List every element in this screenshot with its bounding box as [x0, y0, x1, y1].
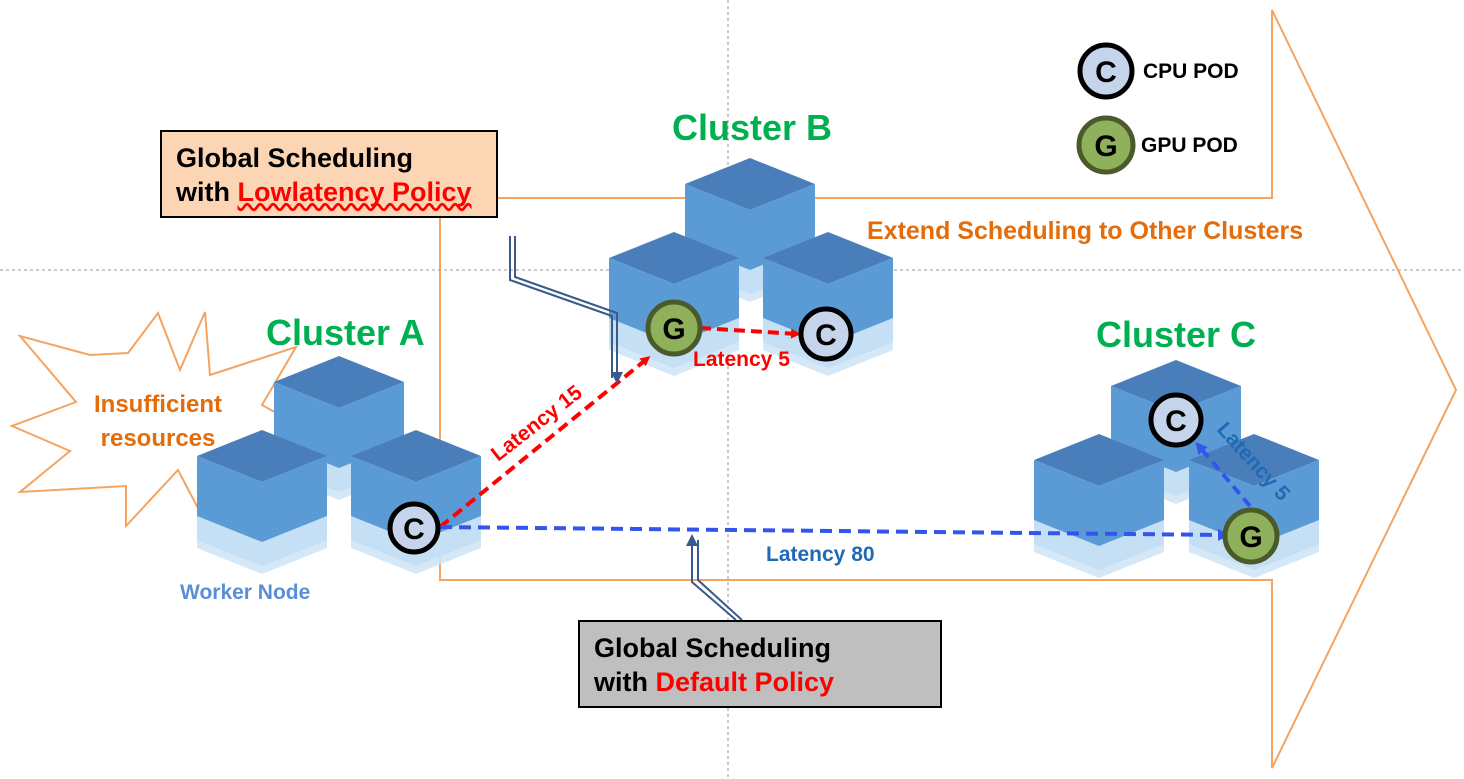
extend-scheduling-arrow — [439, 9, 1458, 769]
lowlatency-box-line1: Global Scheduling — [176, 143, 414, 173]
lowlatency-box-line2: with Lowlatency Policy — [176, 175, 482, 209]
cpu-pod-icon — [387, 501, 441, 555]
legend-cpu-pod-icon — [1077, 42, 1135, 100]
pod-letter: C — [1165, 405, 1187, 438]
gpu-pod-icon — [645, 299, 703, 357]
cluster-a-title: Cluster A — [266, 312, 425, 353]
latency-label-a-to-b: Latency 15 — [487, 381, 587, 466]
pod-letter: G — [662, 313, 685, 346]
pod-letter: C — [403, 513, 425, 546]
worker-node-label: Worker Node — [180, 581, 311, 604]
legend-cpu-label: CPU POD — [1143, 60, 1239, 83]
legend-pod-letter: C — [1095, 56, 1117, 89]
default-callout-connector — [686, 534, 743, 621]
worker-node-cube — [1034, 434, 1164, 578]
default-policy-name: Default Policy — [655, 667, 835, 697]
lowlatency-callout-connector — [509, 236, 623, 384]
cluster-c-title: Cluster C — [1096, 314, 1257, 355]
lowlatency-policy-box: Global Scheduling with Lowlatency Policy — [160, 130, 498, 218]
pod-letter: C — [815, 319, 837, 352]
insufficient-resources-label: Insufficient resources — [84, 388, 232, 456]
cpu-pod-icon — [798, 306, 854, 362]
default-policy-box: Global Scheduling with Default Policy — [578, 620, 942, 708]
path-a-to-b — [438, 356, 651, 529]
path-a-to-c — [439, 525, 1230, 541]
gpu-pod-icon — [1222, 507, 1280, 565]
lowlatency-box-with: with — [176, 177, 238, 207]
default-box-line2: with Default Policy — [594, 665, 926, 699]
cluster-b-title: Cluster B — [672, 107, 833, 148]
pod-letter: G — [1239, 521, 1262, 554]
latency-label-b-internal: Latency 5 — [693, 348, 790, 371]
legend-pod-letter: G — [1094, 130, 1117, 163]
path-c-internal — [1195, 441, 1252, 508]
lowlatency-policy-name: Lowlatency Policy — [237, 177, 472, 207]
cpu-pod-icon — [1148, 392, 1204, 448]
burst-line-1: Insufficient — [93, 391, 222, 418]
legend-gpu-label: GPU POD — [1141, 134, 1238, 157]
burst-line-2: resources — [100, 425, 216, 452]
extend-scheduling-label: Extend Scheduling to Other Clusters — [867, 217, 1304, 245]
legend-gpu-pod-icon — [1076, 115, 1136, 175]
default-box-line1: Global Scheduling — [594, 633, 832, 663]
default-box-with: with — [594, 667, 656, 697]
latency-label-a-to-c: Latency 80 — [766, 543, 875, 566]
